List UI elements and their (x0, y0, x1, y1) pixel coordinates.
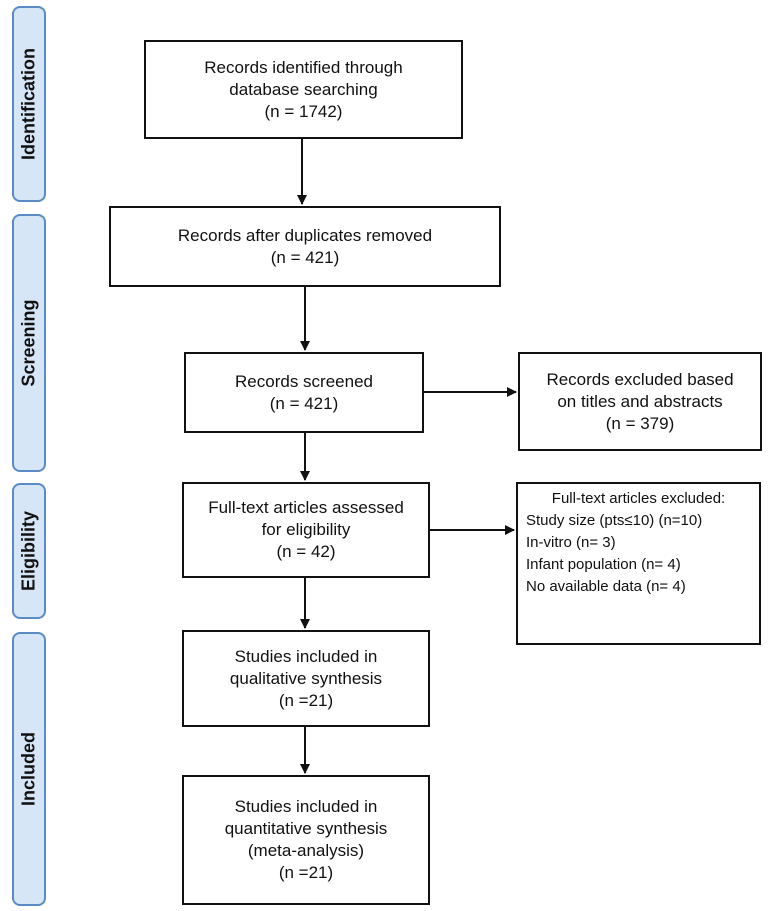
box-quantitative-synthesis: Studies included in quantitative synthes… (182, 775, 430, 905)
identified-count: (n = 1742) (264, 101, 343, 121)
excluded-line2: on titles and abstracts (557, 391, 723, 411)
box-qualitative-synthesis: Studies included in qualitative synthesi… (182, 630, 430, 727)
fulltext-line2: for eligibility (261, 520, 351, 539)
stage-eligibility: Eligibility (12, 483, 46, 619)
identified-line2: database searching (229, 79, 378, 99)
stage-identification: Identification (12, 6, 46, 202)
fulltext-excluded-heading: Full-text articles excluded: (551, 490, 726, 507)
box-after-duplicates: Records after duplicates removed (n = 42… (109, 206, 501, 287)
fulltext-excluded-item: Infant population (n= 4) (526, 556, 681, 573)
box-records-excluded: Records excluded based on titles and abs… (518, 352, 762, 451)
excluded-line1: Records excluded based (546, 369, 734, 389)
screened-line1: Records screened (235, 371, 373, 391)
quantitative-line2: quantitative synthesis (224, 819, 388, 838)
quantitative-line1: Studies included in (234, 797, 378, 816)
excluded-count: (n = 379) (605, 413, 675, 433)
box-records-screened: Records screened (n = 421) (184, 352, 424, 433)
qualitative-line2: qualitative synthesis (229, 668, 383, 688)
quantitative-line3: (meta-analysis) (247, 841, 365, 860)
identified-line1: Records identified through (204, 57, 403, 77)
fulltext-excluded-item: No available data (n= 4) (526, 578, 686, 595)
fulltext-line1: Full-text articles assessed (208, 498, 404, 517)
stage-included: Included (12, 632, 46, 906)
box-fulltext-assessed: Full-text articles assessed for eligibil… (182, 482, 430, 578)
fulltext-excluded-item: Study size (pts≤10) (n=10) (526, 512, 703, 529)
box-records-identified: Records identified through database sear… (144, 40, 463, 139)
qualitative-count: (n =21) (278, 690, 334, 710)
after-duplicates-line1: Records after duplicates removed (177, 225, 433, 245)
quantitative-count: (n =21) (278, 863, 334, 882)
after-duplicates-count: (n = 421) (270, 247, 340, 267)
qualitative-line1: Studies included in (234, 646, 378, 666)
fulltext-count: (n = 42) (276, 542, 336, 561)
stage-screening: Screening (12, 214, 46, 472)
fulltext-excluded-item: In-vitro (n= 3) (526, 534, 616, 551)
box-fulltext-excluded: Full-text articles excluded: Study size … (516, 482, 761, 645)
screened-count: (n = 421) (269, 393, 339, 413)
